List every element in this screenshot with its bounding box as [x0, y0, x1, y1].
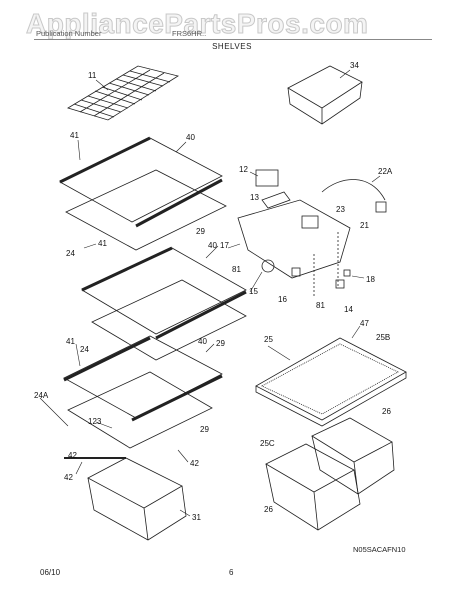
callout-14: 14 [344, 305, 353, 314]
pan-34[interactable] [287, 65, 363, 125]
callout-24a: 24A [34, 391, 49, 400]
section-title: SHELVES [212, 42, 252, 51]
callout-26: 26 [382, 407, 391, 416]
publication-number: Publication Number [36, 29, 102, 38]
callout-23: 23 [336, 205, 345, 214]
crisper-drawer-left[interactable] [265, 443, 361, 531]
callout-42: 42 [68, 451, 77, 460]
callout-40c: 40 [198, 337, 207, 346]
callout-34: 34 [350, 61, 359, 70]
callout-123: 123 [88, 417, 102, 426]
crisper-drawer-right[interactable] [311, 417, 395, 495]
callout-41: 41 [70, 131, 79, 140]
callout-16: 16 [278, 295, 287, 304]
callout-15: 15 [249, 287, 258, 296]
glass-shelf-1[interactable] [59, 136, 227, 251]
callout-26b: 26 [264, 505, 273, 514]
callout-24: 24 [66, 249, 75, 258]
callout-25b: 25B [376, 333, 390, 342]
callout-40: 40 [186, 133, 195, 142]
callout-18: 18 [366, 275, 375, 284]
callout-11: 11 [88, 71, 97, 80]
footer-date: 06/10 [40, 568, 61, 577]
callout-31: 31 [192, 513, 201, 522]
callout-12: 12 [239, 165, 248, 174]
callout-81b: 81 [316, 301, 325, 310]
callout-40b: 40 [208, 241, 217, 250]
callout-42b: 42 [190, 459, 199, 468]
wire-shelf[interactable] [67, 65, 180, 121]
footer-page: 6 [229, 568, 234, 577]
diagram-code: N05SACAFN10 [353, 545, 406, 554]
tray-assembly[interactable] [237, 169, 387, 298]
crisper-cover[interactable] [255, 337, 407, 427]
callout-25: 25 [264, 335, 273, 344]
callout-41b: 41 [98, 239, 107, 248]
callout-47: 47 [360, 319, 369, 328]
glass-shelf-3[interactable] [63, 335, 223, 449]
callout-13: 13 [250, 193, 259, 202]
callout-29c: 29 [200, 425, 209, 434]
callout-25c: 25C [260, 439, 275, 448]
glass-shelf-2[interactable] [81, 246, 247, 361]
header-rule [34, 39, 432, 40]
callout-22a: 22A [378, 167, 393, 176]
callout-81: 81 [232, 265, 241, 274]
callout-17: 17 [220, 241, 229, 250]
callout-29: 29 [196, 227, 205, 236]
callout-24b: 24 [80, 345, 89, 354]
watermark: AppliancePartsPros.com [25, 8, 369, 40]
callout-41c: 41 [66, 337, 75, 346]
callout-42c: 42 [64, 473, 73, 482]
callout-21: 21 [360, 221, 369, 230]
model-number: FRS6HR.. [172, 29, 207, 38]
callout-29b: 29 [216, 339, 225, 348]
meat-pan[interactable] [64, 457, 187, 541]
